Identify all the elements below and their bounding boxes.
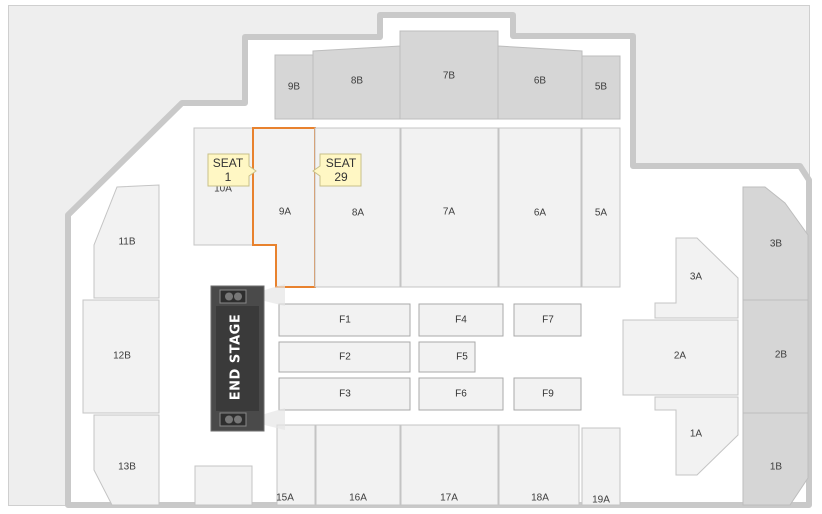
section-2B[interactable] bbox=[742, 299, 809, 414]
floor-label: F5 bbox=[456, 352, 468, 363]
floor-F5[interactable] bbox=[418, 341, 476, 373]
section-18A[interactable] bbox=[498, 424, 580, 506]
section-label: 11B bbox=[118, 237, 135, 248]
stage-label: END STAGE bbox=[229, 314, 244, 400]
section-9B[interactable] bbox=[274, 54, 314, 120]
floor-F1[interactable] bbox=[278, 303, 411, 337]
section-19A[interactable] bbox=[581, 427, 621, 506]
upper-tier-sections: 9B 8B 7B 6B 5B 3B 2B 1B bbox=[274, 30, 809, 506]
callout-line-1: SEAT bbox=[213, 156, 244, 170]
section-label: 6B bbox=[534, 76, 547, 87]
speaker-icon bbox=[219, 289, 247, 304]
floor-label: F4 bbox=[455, 315, 467, 326]
section-label: 2B bbox=[775, 350, 788, 361]
floor-F2[interactable] bbox=[278, 341, 411, 373]
floor-F4[interactable] bbox=[418, 303, 504, 337]
section-label: 9A bbox=[279, 207, 292, 218]
section-label: 9B bbox=[288, 82, 301, 93]
section-label: 12B bbox=[113, 351, 131, 362]
section-3A[interactable] bbox=[654, 237, 739, 319]
section-12B[interactable] bbox=[82, 299, 160, 414]
floor-label: F6 bbox=[455, 389, 467, 400]
section-label: 7A bbox=[443, 207, 456, 218]
floor-F9[interactable] bbox=[513, 377, 582, 411]
callout-line-2: 29 bbox=[334, 170, 348, 184]
floor-label: F2 bbox=[339, 352, 351, 363]
seat-callout-right: SEAT 29 bbox=[312, 153, 362, 187]
section-15A[interactable] bbox=[276, 424, 316, 506]
floor-label: F1 bbox=[339, 315, 351, 326]
section-2A[interactable] bbox=[622, 319, 739, 396]
stage-inner-panel bbox=[216, 306, 259, 411]
section-14A[interactable] bbox=[194, 465, 253, 506]
seat-callout-left: SEAT 1 bbox=[207, 153, 257, 187]
section-label: 3B bbox=[770, 239, 783, 250]
section-label: 3A bbox=[690, 272, 703, 283]
floor-sections: F1 F2 F3 F4 F5 F6 F7 F9 bbox=[278, 303, 582, 411]
floor-label: F7 bbox=[542, 315, 554, 326]
section-label: 1A bbox=[690, 429, 703, 440]
section-7A[interactable] bbox=[400, 127, 499, 288]
section-6A[interactable] bbox=[498, 127, 582, 288]
section-label: 2A bbox=[674, 351, 687, 362]
section-label: 8A bbox=[352, 208, 365, 219]
section-5B[interactable] bbox=[581, 55, 621, 120]
section-label: 13B bbox=[118, 462, 136, 473]
section-label: 6A bbox=[534, 208, 547, 219]
section-11B[interactable] bbox=[93, 184, 160, 299]
end-stage: END STAGE bbox=[210, 284, 285, 432]
section-1B[interactable] bbox=[742, 412, 809, 506]
section-label: 10A bbox=[214, 184, 232, 195]
section-label: 18A bbox=[531, 493, 549, 504]
section-label: 17A bbox=[440, 493, 458, 504]
section-label: 8B bbox=[351, 76, 364, 87]
section-5A[interactable] bbox=[581, 127, 621, 288]
callout-line-1: SEAT bbox=[326, 156, 357, 170]
floor-F6[interactable] bbox=[418, 377, 504, 411]
lower-tier-sections: 10A 9A 8A 7A 6A 5A 11B 12B 13B 3A 2A 1A … bbox=[82, 127, 739, 506]
section-13B[interactable] bbox=[93, 414, 160, 506]
section-label: 16A bbox=[349, 493, 367, 504]
floor-label: F9 bbox=[542, 389, 554, 400]
section-16A[interactable] bbox=[315, 424, 401, 506]
section-label: 7B bbox=[443, 71, 456, 82]
floor-F7[interactable] bbox=[513, 303, 582, 337]
speaker-icon bbox=[219, 412, 247, 427]
section-label: 1B bbox=[770, 462, 783, 473]
callout-line-2: 1 bbox=[225, 170, 232, 184]
section-label: 19A bbox=[592, 495, 610, 506]
section-17A[interactable] bbox=[400, 424, 499, 506]
floor-label: F3 bbox=[339, 389, 351, 400]
section-label: 5B bbox=[595, 82, 608, 93]
section-label: 5A bbox=[595, 208, 608, 219]
section-label: 15A bbox=[276, 493, 294, 504]
floor-F3[interactable] bbox=[278, 377, 411, 411]
section-1A[interactable] bbox=[654, 396, 739, 476]
